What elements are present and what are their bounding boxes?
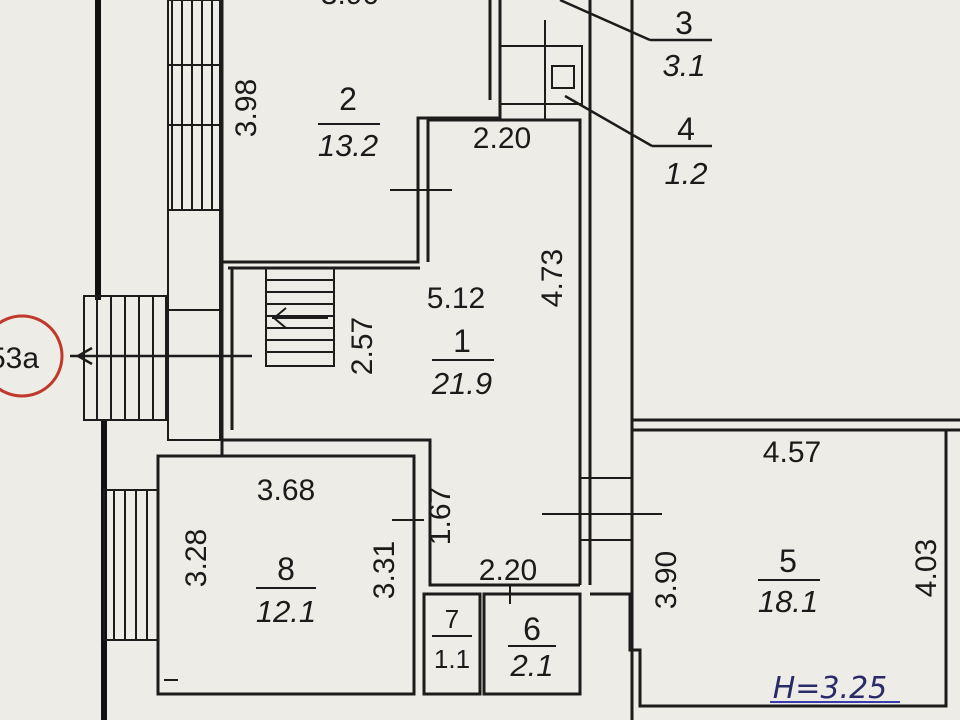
room-5-area: 18.1 [758, 584, 818, 619]
room-8-height-left: 3.28 [180, 529, 213, 587]
room-7-area: 1.1 [434, 644, 470, 674]
inner-stair [265, 267, 335, 367]
room-5-width: 4.57 [763, 436, 821, 469]
room-1-length: 4.73 [536, 249, 569, 307]
room-5-height-left: 3.90 [650, 551, 683, 609]
room-8-number: 8 [277, 551, 295, 587]
room-3-number: 3 [675, 5, 693, 41]
room-8-height-right: 3.31 [368, 541, 401, 599]
ceiling-height-note: H=3.25 [773, 671, 888, 706]
room-2-height: 3.98 [230, 79, 263, 137]
room-3-4-walls [499, 0, 634, 720]
room-5-walls [542, 418, 960, 708]
entrance-arrow [70, 346, 252, 366]
entrance-marker-label: 53a [0, 342, 39, 375]
room-2-area: 13.2 [318, 128, 378, 163]
top-cut-dimension: 3.90 [321, 0, 379, 11]
room-8-walls [156, 440, 424, 696]
room-7-number: 7 [445, 604, 459, 634]
room-1-width: 5.12 [427, 282, 485, 315]
entrance-marker [0, 314, 64, 398]
corridor-top-width: 2.20 [473, 122, 531, 155]
stair-length: 2.57 [346, 317, 379, 375]
stair-left-upper [167, 0, 221, 441]
room-5-height-right: 4.03 [910, 539, 943, 597]
room-5-number: 5 [779, 543, 797, 579]
room-8-width: 3.68 [257, 474, 315, 507]
room-4-area: 1.2 [664, 156, 707, 191]
room-4-number: 4 [677, 111, 695, 147]
corridor-height: 1.67 [424, 487, 457, 545]
room-8-area: 12.1 [256, 594, 316, 629]
room-1-area: 21.9 [431, 366, 492, 401]
room-6-area: 2.1 [509, 648, 553, 683]
room-6-7-walls [422, 585, 582, 696]
entrance-porch [83, 295, 167, 421]
room-2-number: 2 [339, 81, 357, 117]
room-3-area: 3.1 [662, 48, 705, 83]
corridor-bottom-width: 2.20 [479, 554, 537, 587]
room-1-number: 1 [453, 323, 471, 359]
stair-left-lower [103, 489, 159, 641]
room-6-number: 6 [523, 611, 541, 647]
leaders [559, 0, 712, 148]
